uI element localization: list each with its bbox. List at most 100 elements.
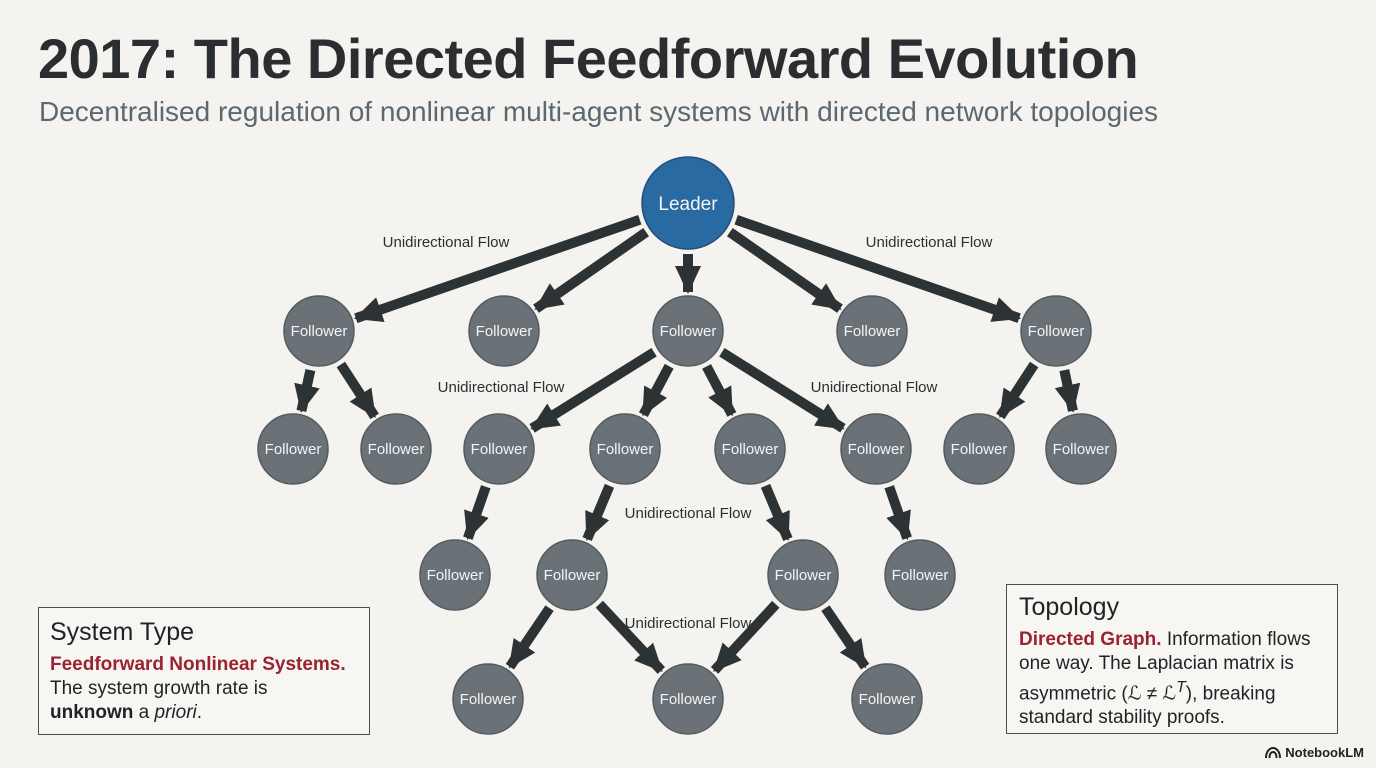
arrow-A5-B7 bbox=[996, 361, 1039, 420]
follower-label: Follower bbox=[427, 567, 484, 584]
arrow-A3-B4 bbox=[638, 363, 674, 417]
follower-circle bbox=[419, 539, 491, 611]
follower-node: Follower bbox=[714, 413, 786, 485]
follower-circle bbox=[257, 413, 329, 485]
follower-circle bbox=[943, 413, 1015, 485]
follower-circle bbox=[452, 663, 524, 735]
arrow-A1-B1 bbox=[294, 368, 320, 413]
follower-circle bbox=[652, 663, 724, 735]
follower-node: Follower bbox=[589, 413, 661, 485]
follower-node: Follower bbox=[943, 413, 1015, 485]
follower-circle bbox=[360, 413, 432, 485]
arrow-C2-D2 bbox=[595, 600, 666, 674]
system-type-bold: unknown bbox=[50, 702, 134, 723]
follower-circle bbox=[840, 413, 912, 485]
arrow-B3-C1 bbox=[463, 485, 491, 541]
arrow-B4-C2 bbox=[582, 483, 615, 541]
follower-circle bbox=[836, 295, 908, 367]
system-type-text3: . bbox=[196, 702, 203, 723]
arrow-A5-B8 bbox=[1054, 369, 1081, 413]
follower-node: Follower bbox=[1045, 413, 1117, 485]
leader-node: Leader bbox=[641, 156, 735, 250]
topology-text: Directed Graph. Information flows one wa… bbox=[1019, 628, 1325, 730]
follower-node: Follower bbox=[767, 539, 839, 611]
follower-node: Follower bbox=[652, 663, 724, 735]
system-type-text1: The system growth rate is bbox=[50, 678, 268, 699]
follower-label: Follower bbox=[265, 441, 322, 458]
brand-name: NotebookLM bbox=[1285, 745, 1364, 760]
follower-node: Follower bbox=[257, 413, 329, 485]
follower-node: Follower bbox=[884, 539, 956, 611]
follower-label: Follower bbox=[291, 323, 348, 340]
system-type-accent: Feedforward Nonlinear Systems. bbox=[50, 654, 346, 675]
follower-node: Follower bbox=[652, 295, 724, 367]
notebooklm-logo-icon bbox=[1265, 746, 1282, 758]
flow-label-4: Unidirectional Flow bbox=[811, 379, 938, 396]
leader-circle bbox=[641, 156, 735, 250]
arrow-B6-C4 bbox=[884, 485, 912, 541]
page-subtitle: Decentralised regulation of nonlinear mu… bbox=[39, 96, 1159, 127]
follower-circle bbox=[851, 663, 923, 735]
follower-node: Follower bbox=[851, 663, 923, 735]
arrow-C3-D2 bbox=[710, 600, 780, 674]
follower-circle bbox=[468, 295, 540, 367]
follower-circle bbox=[767, 539, 839, 611]
follower-node: Follower bbox=[1020, 295, 1092, 367]
follower-label: Follower bbox=[471, 441, 528, 458]
arrow-L-A1 bbox=[353, 214, 642, 323]
arrow-A3-B6 bbox=[719, 348, 846, 433]
follower-circle bbox=[714, 413, 786, 485]
follower-label: Follower bbox=[1028, 323, 1085, 340]
page-title: 2017: The Directed Feedforward Evolution bbox=[38, 27, 1139, 90]
follower-circle bbox=[283, 295, 355, 367]
follower-label: Follower bbox=[951, 441, 1008, 458]
follower-label: Follower bbox=[476, 323, 533, 340]
system-type-heading: System Type bbox=[50, 618, 195, 646]
follower-label: Follower bbox=[892, 567, 949, 584]
flow-label-6: Unidirectional Flow bbox=[625, 615, 752, 632]
leader-label: Leader bbox=[658, 194, 718, 215]
follower-circle bbox=[1045, 413, 1117, 485]
brand-badge: NotebookLM bbox=[1265, 745, 1364, 760]
system-type-text2: a bbox=[133, 702, 155, 723]
topology-text2: ), breaking standard stability proofs. bbox=[1019, 683, 1276, 729]
follower-label: Follower bbox=[460, 691, 517, 708]
follower-node: Follower bbox=[463, 413, 535, 485]
follower-label: Follower bbox=[848, 441, 905, 458]
arrow-A3-B3 bbox=[529, 347, 657, 433]
topology-heading: Topology bbox=[1019, 593, 1120, 621]
follower-label: Follower bbox=[775, 567, 832, 584]
follower-label: Follower bbox=[844, 323, 901, 340]
flow-label-1: Unidirectional Flow bbox=[383, 234, 510, 251]
topology-math-sup: T bbox=[1176, 679, 1186, 696]
follower-label: Follower bbox=[859, 691, 916, 708]
follower-label: Follower bbox=[660, 691, 717, 708]
topology-text1: Information flows one way. The Laplacian… bbox=[1019, 629, 1311, 705]
arrow-B5-C3 bbox=[760, 483, 793, 541]
follower-node: Follower bbox=[452, 663, 524, 735]
system-type-box: System Type Feedforward Nonlinear System… bbox=[38, 607, 370, 735]
follower-circle bbox=[1020, 295, 1092, 367]
follower-label: Follower bbox=[1053, 441, 1110, 458]
follower-node: Follower bbox=[419, 539, 491, 611]
follower-node: Follower bbox=[283, 295, 355, 367]
follower-label: Follower bbox=[597, 441, 654, 458]
follower-circle bbox=[589, 413, 661, 485]
follower-label: Follower bbox=[368, 441, 425, 458]
follower-node: Follower bbox=[536, 539, 608, 611]
follower-circle bbox=[536, 539, 608, 611]
topology-box: Topology Directed Graph. Information flo… bbox=[1006, 584, 1338, 734]
flow-label-5: Unidirectional Flow bbox=[625, 505, 752, 522]
system-type-italic: priori bbox=[154, 702, 197, 723]
follower-node: Follower bbox=[840, 413, 912, 485]
arrow-L-A5 bbox=[734, 215, 1022, 323]
arrow-C2-D1 bbox=[505, 605, 554, 670]
follower-node: Follower bbox=[468, 295, 540, 367]
arrow-C3-D3 bbox=[821, 605, 870, 670]
system-type-text: Feedforward Nonlinear Systems. The syste… bbox=[50, 653, 358, 725]
edges-layer bbox=[294, 214, 1081, 674]
flow-label-3: Unidirectional Flow bbox=[438, 379, 565, 396]
follower-circle bbox=[463, 413, 535, 485]
